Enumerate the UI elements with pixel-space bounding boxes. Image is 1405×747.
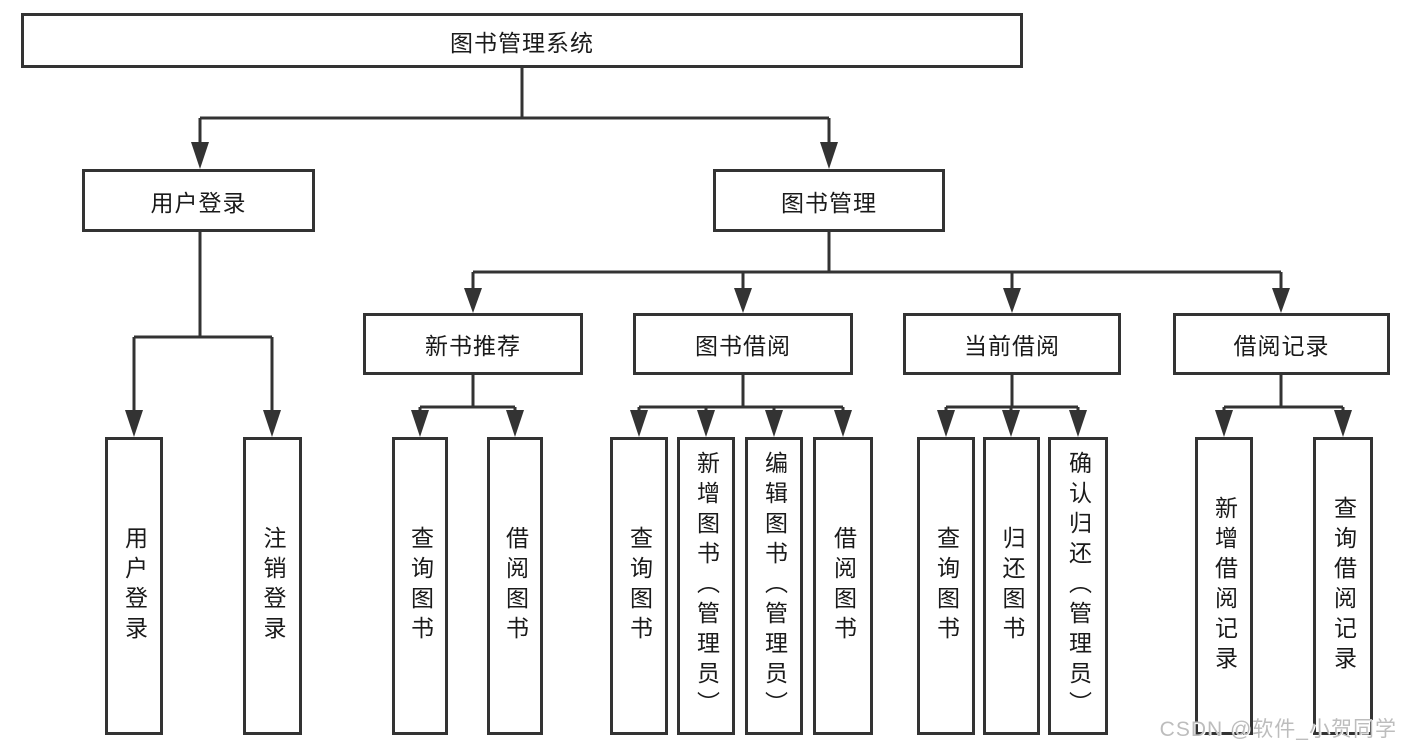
leaf-label: 编辑图书（管理员） (761, 451, 788, 721)
leaf-borrow-books: 借阅图书 (813, 437, 873, 735)
leaf-add-books-admin: 新增图书（管理员） (677, 437, 735, 735)
leaf-query-books: 查询图书 (392, 437, 448, 735)
node-label: 图书管理 (781, 189, 877, 216)
node-current-borrow: 当前借阅 (903, 313, 1121, 375)
node-label: 用户登录 (150, 189, 247, 216)
node-label: 借阅记录 (1233, 333, 1330, 359)
node-label: 图书借阅 (695, 333, 791, 359)
leaf-label: 借阅图书 (830, 526, 857, 646)
leaf-label: 归还图书 (999, 526, 1025, 646)
leaf-query-borrow-record: 查询借阅记录 (1313, 437, 1373, 735)
csdn-watermark: CSDN @软件_小贺同学 (1159, 718, 1397, 741)
leaf-query-books: 查询图书 (610, 437, 668, 735)
node-label: 当前借阅 (964, 333, 1060, 359)
leaf-label: 确认归还（管理员） (1065, 451, 1092, 721)
node-label: 图书管理系统 (450, 29, 594, 56)
node-user-login: 用户登录 (82, 169, 315, 232)
leaf-logout: 注销登录 (243, 437, 302, 735)
leaf-label: 查询图书 (626, 526, 653, 646)
leaf-label: 查询图书 (933, 526, 960, 646)
leaf-user-login: 用户登录 (105, 437, 163, 735)
leaf-label: 用户登录 (121, 526, 148, 646)
node-new-book-recommend: 新书推荐 (363, 313, 583, 375)
leaf-return-books: 归还图书 (983, 437, 1040, 735)
leaf-label: 注销登录 (260, 526, 286, 646)
leaf-label: 查询图书 (407, 526, 434, 646)
leaf-label: 新增图书（管理员） (693, 451, 720, 721)
node-label: 新书推荐 (425, 333, 521, 359)
leaf-confirm-return-admin: 确认归还（管理员） (1048, 437, 1108, 735)
leaf-borrow-books: 借阅图书 (487, 437, 543, 735)
leaf-label: 查询借阅记录 (1330, 496, 1357, 676)
node-library-management-system: 图书管理系统 (21, 13, 1023, 68)
node-book-management: 图书管理 (713, 169, 945, 232)
node-book-borrow: 图书借阅 (633, 313, 853, 375)
leaf-label: 借阅图书 (502, 526, 529, 646)
arrowheads (125, 142, 1352, 437)
node-borrow-records: 借阅记录 (1173, 313, 1390, 375)
leaf-query-books: 查询图书 (917, 437, 975, 735)
leaf-label: 新增借阅记录 (1211, 496, 1238, 676)
leaf-add-borrow-record: 新增借阅记录 (1195, 437, 1253, 735)
leaf-edit-books-admin: 编辑图书（管理员） (745, 437, 803, 735)
